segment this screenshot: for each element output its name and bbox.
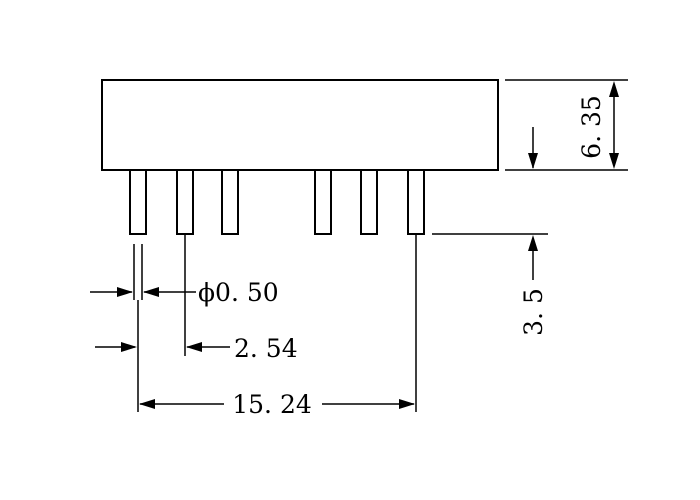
dimension-height-label: 6. 35 xyxy=(577,95,606,159)
pin-6 xyxy=(407,169,425,235)
dimension-overall-span: 15. 24 xyxy=(137,234,417,419)
dimension-pin-diameter: ϕ0. 50 xyxy=(90,244,279,307)
pin-3 xyxy=(221,169,239,235)
dimension-pin-length-label: 3. 5 xyxy=(519,288,548,336)
pin-5 xyxy=(360,169,378,235)
dimension-pin-diameter-label: ϕ0. 50 xyxy=(198,278,279,307)
pin-4 xyxy=(314,169,332,235)
dimension-overall-span-label: 15. 24 xyxy=(232,390,312,419)
component-body xyxy=(101,79,499,171)
dimension-pin-length: 3. 5 xyxy=(432,233,548,336)
pins xyxy=(129,169,425,235)
dimension-height: 6. 35 xyxy=(505,79,628,171)
dimension-pitch: 2. 54 xyxy=(95,234,298,363)
pin-2 xyxy=(176,169,194,235)
dimension-pitch-label: 2. 54 xyxy=(234,334,298,363)
pin-1 xyxy=(129,169,147,235)
